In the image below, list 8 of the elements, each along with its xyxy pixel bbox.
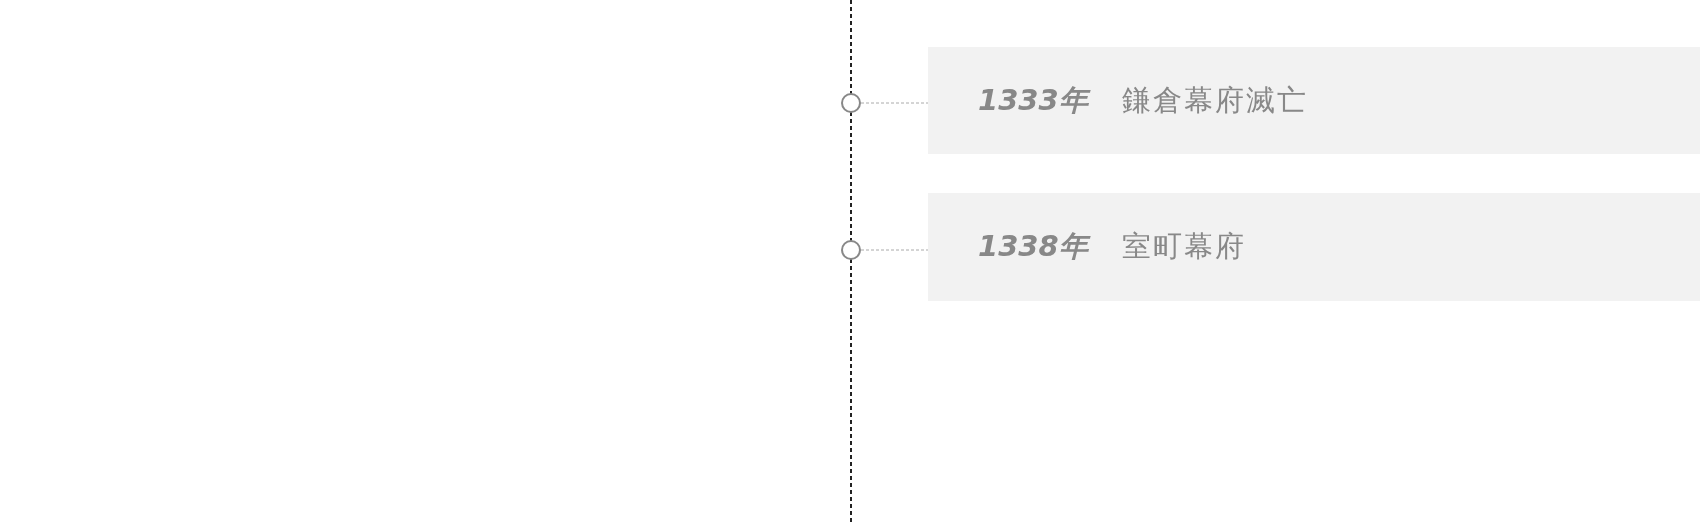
event-label: 室町幕府: [1121, 228, 1246, 265]
event-label: 鎌倉幕府滅亡: [1121, 81, 1308, 119]
timeline-marker: [841, 240, 861, 260]
timeline-marker: [841, 93, 861, 113]
event-card: [928, 193, 1700, 301]
event-card: [928, 47, 1700, 154]
connector-line: [860, 102, 929, 104]
connector-line: [860, 249, 929, 251]
